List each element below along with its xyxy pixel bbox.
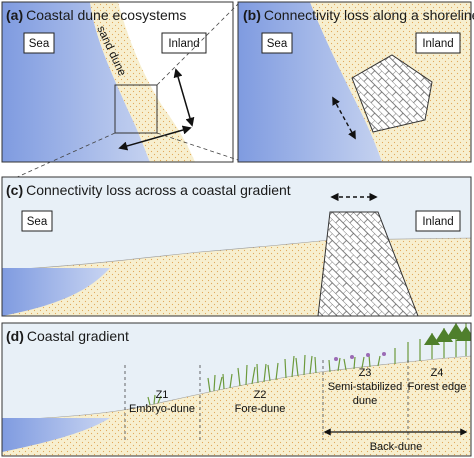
panel-a-arrow-vertical	[173, 68, 195, 127]
panel-d-sea	[2, 418, 110, 452]
panel-d-trees	[424, 323, 471, 345]
panel-a-inland-label: Inland	[168, 38, 199, 50]
panel-d: (d)Coastal gradient Z1 Embryo-dune Z2 Fo…	[1, 322, 472, 457]
panel-c-sea	[2, 268, 110, 316]
zone-z4-name: Forest edge	[408, 381, 467, 393]
zone-z3-name: Semi-stabilized	[328, 381, 403, 393]
panel-b-title: (b)Connectivity loss along a shoreline	[243, 7, 474, 23]
panel-a-arrow-horizontal	[118, 125, 192, 151]
panel-a-sand-dune	[90, 2, 195, 162]
panel-c-inland-box	[415, 210, 461, 232]
panel-d-zone-dividers	[124, 360, 409, 440]
panel-b-sea-label: Sea	[267, 38, 288, 50]
panel-a-sea-box	[23, 32, 55, 54]
zone-z4-code: Z4	[431, 367, 444, 379]
panel-b-inland-box	[415, 32, 461, 54]
zoom-connector-top	[156, 3, 239, 86]
panel-c-sea-box	[21, 210, 53, 232]
zone-z1-code: Z1	[156, 389, 169, 401]
panel-a-inland-box	[161, 32, 207, 54]
zone-z3-code: Z3	[359, 367, 372, 379]
zone-z1-name: Embryo-dune	[129, 403, 195, 415]
panel-d-flowers	[334, 352, 386, 361]
panel-a-title: (a)Coastal dune ecosystems	[6, 7, 186, 23]
zone-z3-name-2: dune	[353, 395, 377, 407]
panel-a-sea-label: Sea	[29, 38, 50, 50]
panel-c-inland-label: Inland	[422, 216, 453, 228]
panel-a: (a)Coastal dune ecosystems Sea Inland sa…	[1, 1, 234, 163]
panel-d-vegetation	[147, 323, 467, 406]
panel-c: (c)Connectivity loss across a coastal gr…	[1, 176, 472, 317]
panel-b-sea-box	[261, 32, 293, 54]
zoom-connector-bottom	[156, 132, 239, 161]
zone-z2-code: Z2	[254, 389, 267, 401]
panel-b-inland-label: Inland	[422, 38, 453, 50]
backdune-label: Back-dune	[370, 441, 423, 453]
panel-b: (b)Connectivity loss along a shoreline S…	[237, 1, 474, 163]
zone-z2-name: Fore-dune	[235, 403, 286, 415]
panel-c-title: (c)Connectivity loss across a coastal gr…	[6, 182, 291, 198]
panel-d-title: (d)Coastal gradient	[6, 328, 129, 344]
panel-c-sea-label: Sea	[27, 216, 48, 228]
panel-c-barrier	[317, 211, 419, 316]
panel-b-barrier	[351, 54, 433, 133]
panel-b-arrow	[332, 96, 356, 140]
zoom-connector-c-left	[14, 132, 116, 179]
